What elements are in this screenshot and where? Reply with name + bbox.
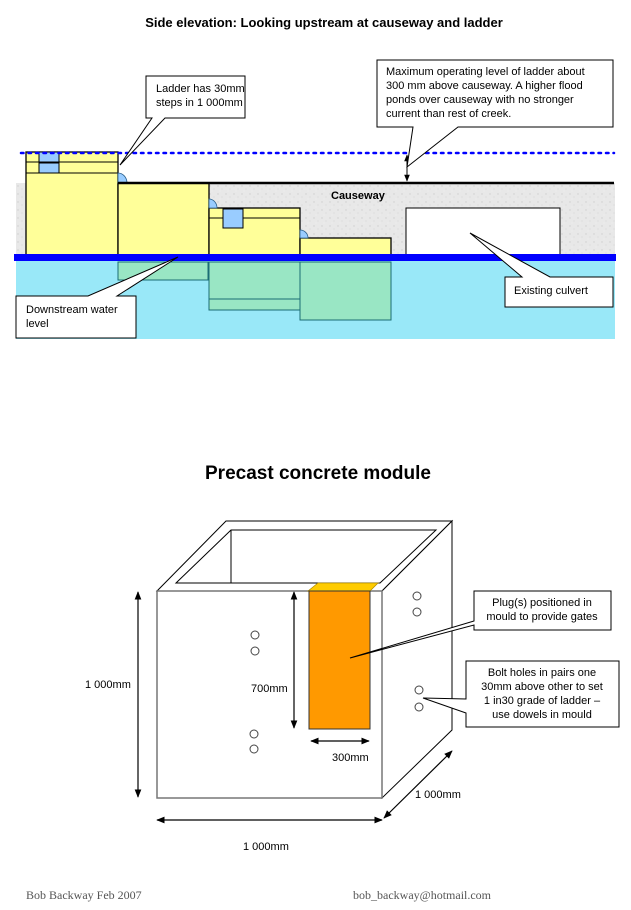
gate-icon bbox=[222, 208, 244, 229]
hinge-icon bbox=[117, 172, 128, 184]
gate-plug-top bbox=[306, 582, 379, 592]
svg-text:level: level bbox=[26, 318, 49, 330]
culvert bbox=[405, 207, 561, 256]
bolt-hole-icon bbox=[414, 685, 424, 695]
side-elevation-title: Side elevation: Looking upstream at caus… bbox=[145, 15, 503, 30]
module-3-submerged bbox=[208, 261, 301, 311]
bolt-hole-icon bbox=[249, 744, 259, 754]
callout-existing-culvert: Existing culvert bbox=[469, 232, 614, 308]
bolt-holes bbox=[249, 591, 424, 754]
gate-icon bbox=[38, 162, 60, 174]
gate-icon bbox=[38, 151, 60, 163]
svg-text:steps in 1 000mm: steps in 1 000mm bbox=[156, 97, 243, 109]
bolt-hole-icon bbox=[249, 729, 259, 739]
bolt-hole-icon bbox=[250, 630, 260, 640]
svg-text:Plug(s) positioned in: Plug(s) positioned in bbox=[492, 597, 592, 609]
svg-text:Ladder has 30mm: Ladder has 30mm bbox=[156, 83, 245, 95]
callout-max-operating-level: Maximum operating level of ladder about … bbox=[376, 59, 614, 169]
width-dimension-label: 1 000mm bbox=[243, 841, 289, 853]
hinge-icon bbox=[299, 229, 309, 239]
bolt-hole-icon bbox=[414, 702, 424, 712]
svg-text:30mm above other to set: 30mm above other to set bbox=[481, 681, 603, 693]
callout-plugs: Plug(s) positioned in mould to provide g… bbox=[349, 590, 612, 659]
module-title: Precast concrete module bbox=[205, 463, 431, 484]
footer-author: Bob Backway Feb 2007 bbox=[26, 888, 142, 902]
gate-plug-front bbox=[308, 590, 371, 730]
svg-text:1 in30 grade of ladder –: 1 in30 grade of ladder – bbox=[484, 695, 601, 707]
svg-text:use dowels in mould: use dowels in mould bbox=[492, 709, 592, 721]
downstream-water-line bbox=[14, 254, 616, 261]
hinge-icon bbox=[208, 198, 218, 209]
svg-text:ponds over causeway with no st: ponds over causeway with no stronger bbox=[386, 94, 574, 106]
depth-dimension-arrow bbox=[383, 750, 453, 819]
svg-text:Bolt holes in pairs one: Bolt holes in pairs one bbox=[488, 667, 596, 679]
bolt-hole-icon bbox=[250, 646, 260, 656]
depth-dimension-label: 1 000mm bbox=[415, 789, 461, 801]
svg-text:mould to provide gates: mould to provide gates bbox=[486, 611, 598, 623]
gate-height-label: 700mm bbox=[251, 683, 288, 695]
module-3d-box bbox=[155, 519, 454, 800]
callout-ladder-steps: Ladder has 30mm steps in 1 000mm bbox=[119, 75, 246, 166]
svg-text:Maximum operating level of lad: Maximum operating level of ladder about bbox=[386, 66, 585, 78]
footer-email: bob_backway@hotmail.com bbox=[353, 888, 492, 902]
bolt-hole-icon bbox=[412, 607, 422, 617]
module-4-submerged bbox=[299, 261, 392, 321]
module-4 bbox=[299, 237, 392, 256]
causeway-label: Causeway bbox=[331, 190, 386, 202]
svg-text:300 mm above causeway. A highe: 300 mm above causeway. A higher flood bbox=[386, 80, 583, 92]
svg-text:Existing culvert: Existing culvert bbox=[514, 285, 588, 297]
callout-bolt-holes: Bolt holes in pairs one 30mm above other… bbox=[422, 660, 620, 728]
svg-text:Downstream water: Downstream water bbox=[26, 304, 118, 316]
callout-downstream-water-level: Downstream water level bbox=[15, 256, 179, 339]
gate-width-label: 300mm bbox=[332, 752, 369, 764]
bolt-hole-icon bbox=[412, 591, 422, 601]
height-dimension-label: 1 000mm bbox=[85, 679, 131, 691]
module-2 bbox=[117, 182, 210, 256]
svg-text:current than rest of creek.: current than rest of creek. bbox=[386, 108, 511, 120]
